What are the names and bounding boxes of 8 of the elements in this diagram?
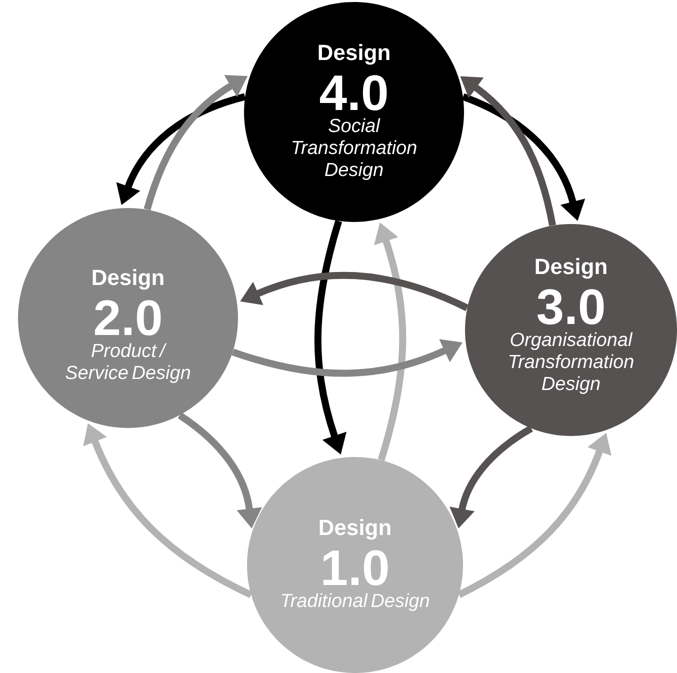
circle-label: Design 2.0 Product / Service Design bbox=[66, 269, 190, 383]
circle-label: Design 4.0 Social Transformation Design bbox=[292, 44, 416, 180]
circle-label: Design 1.0 Traditional Design bbox=[282, 519, 429, 611]
circle bbox=[244, 2, 464, 222]
circle-label: Design 3.0 Organisational Transformation Design bbox=[510, 258, 634, 394]
circle bbox=[18, 208, 238, 428]
circle bbox=[465, 224, 677, 436]
circle bbox=[247, 457, 463, 673]
